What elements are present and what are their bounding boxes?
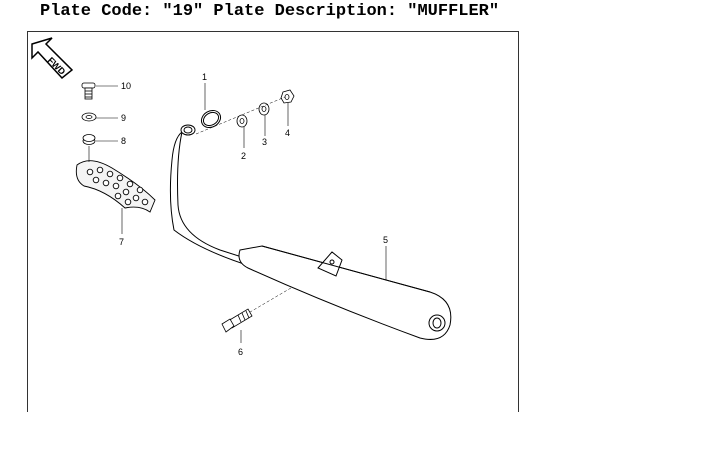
washer-part-9 [81, 112, 97, 122]
callout-6: 6 [238, 347, 243, 357]
callout-10: 10 [121, 81, 131, 91]
callout-2: 2 [241, 151, 246, 161]
gasket-part-1 [200, 109, 222, 129]
assembly-guide-lines [195, 96, 331, 326]
callout-8: 8 [121, 136, 126, 146]
callout-5: 5 [383, 235, 388, 245]
callout-3: 3 [262, 137, 267, 147]
fwd-arrow-icon: FWD [31, 37, 74, 80]
heat-shield-part-7 [75, 160, 156, 213]
plate-header: Plate Code: "19" Plate Description: "MUF… [40, 2, 500, 21]
diagram-frame [27, 31, 519, 412]
washer-part-2 [236, 114, 248, 128]
callout-4: 4 [285, 128, 290, 138]
bolt-part-10 [81, 82, 96, 100]
muffler-part-5 [169, 124, 452, 340]
collar-part-8 [82, 134, 96, 145]
bolt-part-6 [221, 308, 253, 333]
nut-part-4 [280, 89, 295, 104]
callout-1: 1 [202, 72, 207, 82]
callout-7: 7 [119, 237, 124, 247]
callout-9: 9 [121, 113, 126, 123]
washer-part-3 [258, 102, 270, 116]
